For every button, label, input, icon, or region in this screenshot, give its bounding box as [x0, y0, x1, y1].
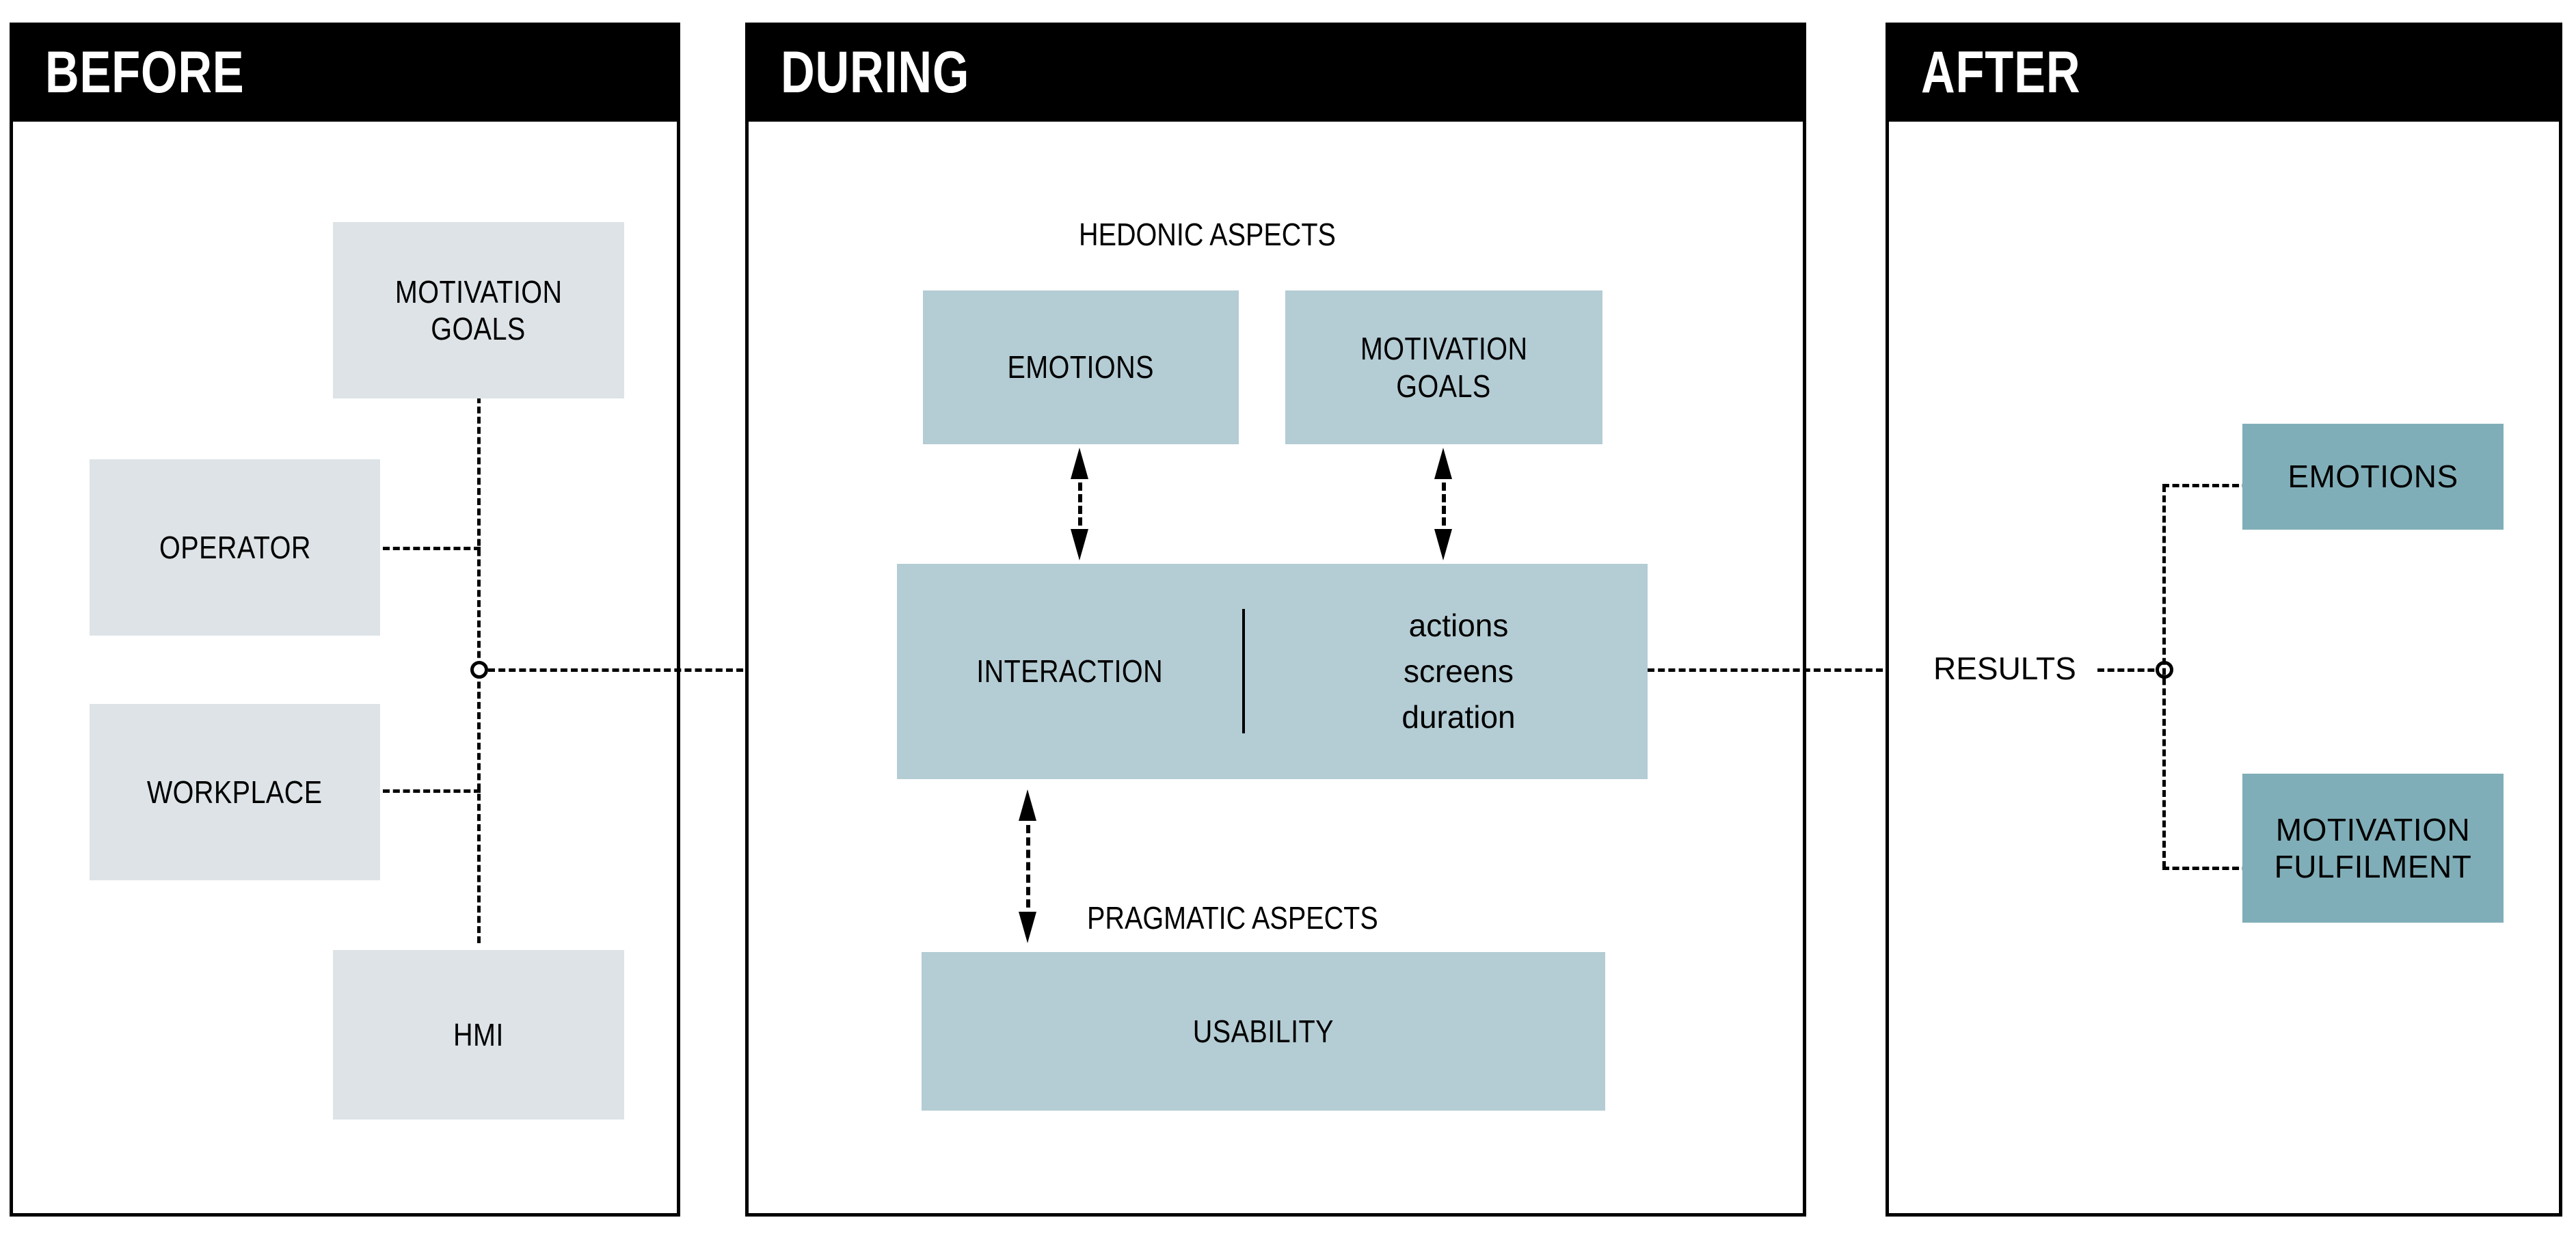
label-results: RESULTS: [1933, 651, 2076, 686]
box-motivation-fulfilment[interactable]: MOTIVATION FULFILMENT: [2242, 774, 2504, 923]
after-results-connector: [2097, 668, 2164, 672]
box-motivation-goals-before-line1: MOTIVATION: [394, 273, 563, 310]
box-motivation-goals-before-line2: GOALS: [431, 311, 526, 347]
arrowhead-down-icon: [1071, 529, 1088, 560]
box-motivation-fulfilment-line1: MOTIVATION: [2275, 811, 2471, 847]
arrow-interaction-usability: [1019, 789, 1036, 943]
box-operator[interactable]: OPERATOR: [90, 459, 380, 636]
arrowhead-down-icon: [1434, 529, 1452, 560]
before-operator-connector: [383, 547, 481, 550]
interaction-metric-duration: duration: [1401, 698, 1516, 735]
interaction-metric-screens: screens: [1403, 653, 1514, 690]
box-motivation-goals-during[interactable]: MOTIVATION GOALS: [1285, 290, 1602, 444]
box-emotions-after[interactable]: EMOTIONS: [2242, 424, 2504, 530]
box-workplace[interactable]: WORKPLACE: [90, 704, 380, 880]
label-pragmatic-aspects: PRAGMATIC ASPECTS: [1087, 900, 1378, 936]
arrow-shaft: [1442, 471, 1446, 537]
box-operator-label: OPERATOR: [159, 529, 311, 565]
panel-after-header: AFTER: [1886, 23, 2562, 122]
interaction-metric-actions: actions: [1408, 608, 1509, 644]
panel-after: [1886, 122, 2562, 1217]
panel-during-title: DURING: [781, 39, 970, 105]
box-usability-label: USABILITY: [1192, 1013, 1334, 1049]
box-interaction[interactable]: INTERACTION actions screens duration: [897, 564, 1648, 779]
before-workplace-connector: [383, 789, 481, 793]
box-motivation-goals-during-line1: MOTIVATION: [1360, 331, 1528, 367]
box-interaction-label: INTERACTION: [976, 653, 1163, 690]
box-motivation-fulfilment-line2: FULFILMENT: [2274, 849, 2472, 884]
box-emotions-during[interactable]: EMOTIONS: [923, 290, 1239, 444]
panel-before-header: BEFORE: [10, 23, 680, 122]
panel-during-header: DURING: [745, 23, 1806, 122]
arrow-shaft: [1078, 471, 1082, 537]
arrow-emotions-interaction: [1071, 448, 1088, 560]
before-to-during-connector: [488, 668, 898, 672]
panel-before-title: BEFORE: [45, 39, 245, 105]
arrow-motivation-goals-interaction: [1434, 448, 1452, 560]
after-motivation-fulfilment-connector: [2162, 867, 2289, 870]
arrowhead-down-icon: [1019, 912, 1036, 943]
arrow-shaft: [1026, 813, 1030, 920]
box-hmi-label: HMI: [453, 1016, 504, 1053]
interaction-metrics-list: actions screens duration: [1270, 564, 1648, 779]
during-to-after-connector: [1648, 668, 1935, 672]
box-emotions-during-label: EMOTIONS: [1007, 349, 1155, 385]
label-hedonic-aspects: HEDONIC ASPECTS: [1079, 217, 1336, 252]
after-vertical-connector: [2162, 485, 2166, 868]
box-hmi[interactable]: HMI: [333, 950, 624, 1119]
after-emotions-connector: [2162, 484, 2289, 487]
box-usability[interactable]: USABILITY: [922, 952, 1605, 1111]
before-junction-node: [470, 661, 488, 679]
panel-after-title: AFTER: [1921, 39, 2081, 105]
box-emotions-after-label: EMOTIONS: [2287, 459, 2458, 495]
interaction-divider: [1242, 609, 1245, 733]
box-motivation-goals-during-line2: GOALS: [1396, 368, 1492, 404]
box-interaction-title-wrap: INTERACTION: [897, 564, 1242, 779]
box-workplace-label: WORKPLACE: [147, 774, 323, 810]
box-motivation-goals-before[interactable]: MOTIVATION GOALS: [333, 222, 624, 398]
